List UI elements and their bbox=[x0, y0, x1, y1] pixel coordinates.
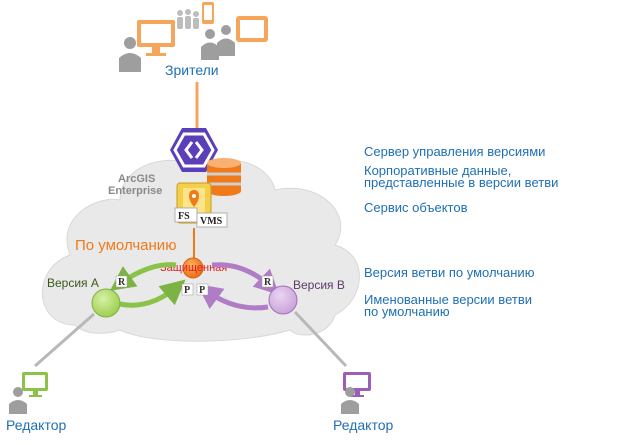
left-editor-label: Редактор bbox=[6, 417, 66, 433]
enterprise-database-icon bbox=[207, 158, 241, 196]
legend-default-branch: Версия ветви по умолчанию bbox=[364, 265, 535, 280]
version-a-label: Версия A bbox=[47, 276, 99, 290]
protected-label: Защищенная bbox=[160, 262, 227, 274]
platform-label-line1: ArcGIS bbox=[118, 173, 155, 185]
right-editor-icon bbox=[341, 372, 371, 414]
legend-named-versions-line1: Именованные версии ветви bbox=[364, 292, 532, 307]
legend-enterprise-data-line2: представленные в версии ветви bbox=[364, 175, 559, 190]
reconcile-marker-a: R bbox=[115, 275, 128, 288]
right-editor-label: Редактор bbox=[333, 417, 393, 433]
right-editor-connector bbox=[293, 310, 348, 368]
legend-feature-service: Сервис объектов bbox=[364, 200, 468, 215]
feature-service-icon bbox=[174, 182, 228, 228]
viewers-devices-icon bbox=[119, 2, 268, 72]
legend-enterprise-data-line1: Корпоративные данные, bbox=[364, 163, 512, 178]
left-editor-icon bbox=[9, 372, 48, 414]
version-server-icon bbox=[170, 128, 218, 172]
vms-tag: VMS bbox=[200, 216, 223, 227]
version-b-node bbox=[268, 285, 298, 315]
reconcile-marker-b: R bbox=[261, 275, 274, 288]
left-editor-connector bbox=[34, 312, 95, 368]
post-arrow-a bbox=[119, 279, 186, 308]
legend-named-versions-line2: по умолчанию bbox=[364, 304, 450, 319]
post-marker-a: P bbox=[181, 283, 194, 296]
svg-text:R: R bbox=[264, 277, 272, 288]
legend-version-server: Сервер управления версиями bbox=[364, 144, 546, 159]
post-marker-b: P bbox=[196, 283, 209, 296]
version-b-label: Версия B bbox=[293, 278, 345, 292]
fs-tag: FS bbox=[178, 211, 190, 222]
svg-text:P: P bbox=[199, 285, 205, 296]
default-branch-node bbox=[182, 257, 204, 279]
post-arrow-b bbox=[196, 284, 269, 311]
viewers-label: Зрители bbox=[165, 62, 219, 78]
svg-text:P: P bbox=[184, 285, 190, 296]
default-label: По умолчанию bbox=[75, 237, 176, 254]
svg-text:R: R bbox=[118, 277, 126, 288]
platform-label-line2: Enterprise bbox=[108, 185, 162, 197]
version-a-node bbox=[91, 288, 121, 318]
